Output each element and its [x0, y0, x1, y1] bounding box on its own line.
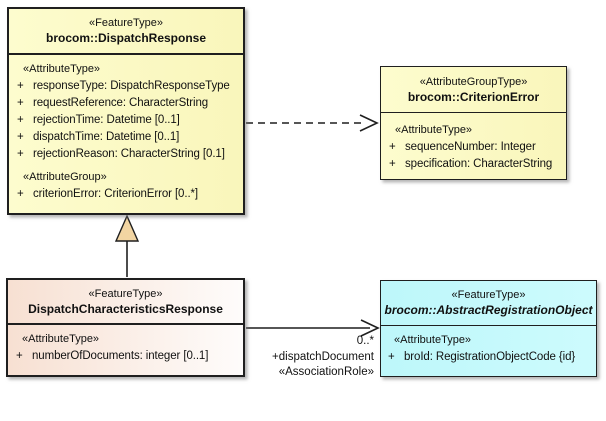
attribute-text: rejectionReason: CharacterString [0.1]: [33, 148, 225, 160]
association-line[interactable]: [246, 319, 380, 337]
visibility: +: [17, 80, 24, 92]
class-header: «FeatureType» brocom::DispatchResponse: [9, 9, 243, 55]
generalization-arrow[interactable]: [114, 214, 140, 277]
class-name: brocom::DispatchResponse: [45, 31, 207, 45]
attribute-row[interactable]: + rejectionTime: Datetime [0..1]: [15, 112, 239, 129]
attribute-compartment: «AttributeType» + responseType: Dispatch…: [9, 55, 243, 203]
class-name: brocom::CriterionError: [407, 89, 540, 104]
attribute-text: requestReference: CharacterString: [33, 97, 209, 109]
class-stereotype: «FeatureType»: [89, 17, 163, 29]
class-stereotype: «AttributeGroupType»: [419, 75, 528, 88]
attribute-compartment: «AttributeType» + numberOfDocuments: int…: [8, 325, 243, 365]
visibility: +: [17, 97, 24, 109]
attribute-text: broId: RegistrationObjectCode {id}: [404, 351, 576, 363]
association-multiplicity: 0..*: [356, 335, 374, 347]
class-abstract-registration-object[interactable]: «FeatureType» brocom::AbstractRegistrati…: [380, 280, 597, 377]
attribute-row[interactable]: + requestReference: CharacterString: [15, 95, 239, 112]
association-stereotype: «AssociationRole»: [278, 366, 374, 378]
attribute-compartment: «AttributeType» + sequenceNumber: Intege…: [381, 113, 566, 173]
section-stereotype: «AttributeType»: [23, 63, 101, 75]
class-dispatch-characteristics-response[interactable]: «FeatureType» DispatchCharacteristicsRes…: [6, 278, 245, 377]
attribute-text: sequenceNumber: Integer: [405, 141, 536, 153]
attribute-row[interactable]: + dispatchTime: Datetime [0..1]: [15, 129, 239, 146]
class-name: DispatchCharacteristicsResponse: [28, 301, 223, 316]
attribute-row[interactable]: + responseType: DispatchResponseType: [15, 78, 239, 95]
attribute-row[interactable]: + specification: CharacterString: [387, 156, 562, 173]
attribute-text: responseType: DispatchResponseType: [33, 80, 230, 92]
attribute-compartment: «AttributeType» + broId: RegistrationObj…: [381, 326, 596, 366]
attribute-text: numberOfDocuments: integer [0..1]: [32, 350, 209, 362]
attribute-text: specification: CharacterString: [405, 158, 553, 170]
visibility: +: [389, 141, 396, 153]
section-stereotype: «AttributeGroup»: [23, 171, 107, 183]
class-header: «FeatureType» DispatchCharacteristicsRes…: [8, 280, 243, 325]
attribute-row[interactable]: + criterionError: CriterionError [0..*]: [15, 186, 239, 203]
visibility: +: [17, 131, 24, 143]
attribute-row[interactable]: + broId: RegistrationObjectCode {id}: [386, 349, 592, 366]
class-header: «FeatureType» brocom::AbstractRegistrati…: [381, 281, 596, 326]
attribute-text: rejectionTime: Datetime [0..1]: [33, 114, 180, 126]
visibility: +: [17, 114, 24, 126]
visibility: +: [388, 351, 395, 363]
visibility: +: [17, 148, 24, 160]
class-name: brocom::AbstractRegistrationObject: [384, 303, 593, 317]
class-dispatch-response[interactable]: «FeatureType» brocom::DispatchResponse «…: [7, 7, 245, 215]
attribute-text: dispatchTime: Datetime [0..1]: [33, 131, 180, 143]
class-stereotype: «FeatureType»: [88, 287, 163, 300]
association-role-name: +dispatchDocument: [272, 350, 374, 363]
section-stereotype: «AttributeType»: [22, 333, 100, 345]
section-stereotype: «AttributeType»: [394, 334, 472, 346]
section-stereotype: «AttributeType»: [395, 124, 473, 136]
class-criterion-error[interactable]: «AttributeGroupType» brocom::CriterionEr…: [380, 66, 567, 180]
class-header: «AttributeGroupType» brocom::CriterionEr…: [381, 67, 566, 113]
attribute-row[interactable]: + numberOfDocuments: integer [0..1]: [14, 348, 239, 365]
dependency-arrow[interactable]: [246, 114, 379, 132]
association-end-labels: 0..* +dispatchDocument «AssociationRole»: [272, 334, 374, 381]
visibility: +: [389, 158, 396, 170]
attribute-row[interactable]: + sequenceNumber: Integer: [387, 139, 562, 156]
class-stereotype: «FeatureType»: [451, 289, 526, 301]
attribute-text: criterionError: CriterionError [0..*]: [33, 188, 199, 200]
visibility: +: [16, 350, 23, 362]
visibility: +: [17, 188, 24, 200]
attribute-row[interactable]: + rejectionReason: CharacterString [0.1]: [15, 146, 239, 163]
